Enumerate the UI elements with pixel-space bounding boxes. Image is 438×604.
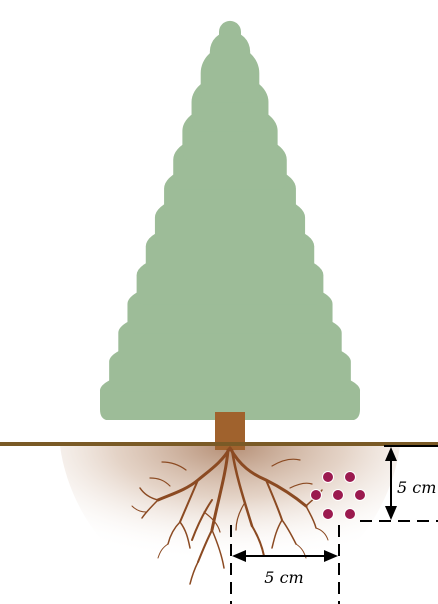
- fertilizer-pellet: [355, 490, 366, 501]
- tree-foliage: [100, 21, 360, 420]
- soil-area: [60, 446, 400, 600]
- foliage-tier: [219, 21, 241, 45]
- fertilizer-pellet: [323, 472, 334, 483]
- fertilizer-pellet: [345, 509, 356, 520]
- horizontal-dimension-label: 5 cm: [264, 568, 303, 587]
- fertilizer-pellet: [345, 472, 356, 483]
- fertilizer-pellet: [333, 490, 344, 501]
- vertical-dimension-label: 5 cm: [397, 478, 436, 497]
- fertilizer-pellet: [323, 509, 334, 520]
- arrow-down: [385, 506, 397, 520]
- fertilizer-pellet: [311, 490, 322, 501]
